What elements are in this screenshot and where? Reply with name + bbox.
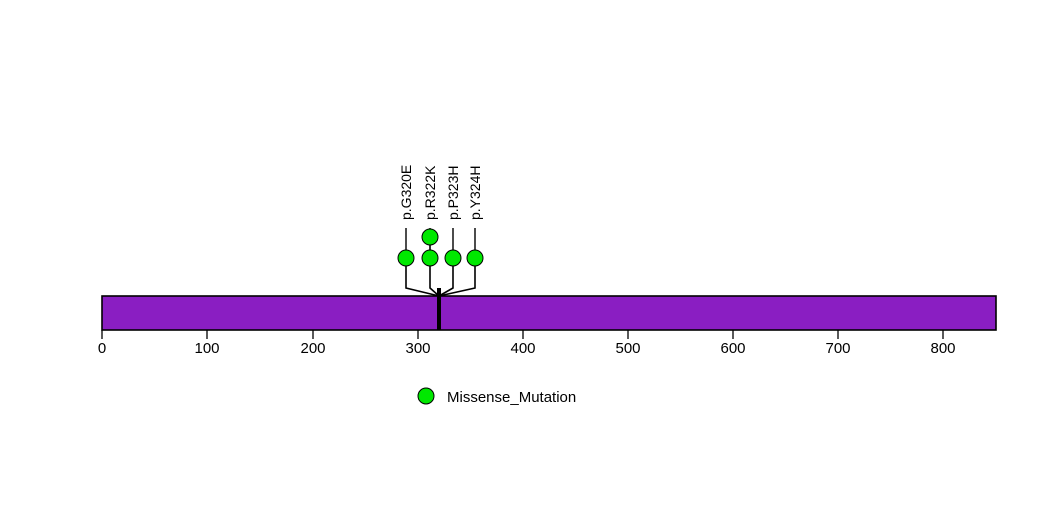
- lollipop-markers: [397, 228, 484, 267]
- axis-tick-label-800: 800: [930, 340, 955, 357]
- lollipop-label-R322K: p.R322K: [422, 165, 438, 220]
- lollipop-marker-R322K-2[interactable]: [421, 228, 439, 246]
- protein-track-bar[interactable]: [101, 295, 997, 331]
- axis-tick-label-200: 200: [300, 340, 325, 357]
- lollipop-stems: [405, 237, 476, 297]
- lollipop-stem-3: [438, 258, 454, 297]
- legend-marker-missense-mutation[interactable]: [417, 387, 435, 405]
- axis-tick-label-100: 100: [194, 340, 219, 357]
- lollipop-leader-lines: [405, 228, 476, 258]
- axis-tick-label-700: 700: [825, 340, 850, 357]
- axis-tick-label-500: 500: [615, 340, 640, 357]
- lollipop-label-Y324H: p.Y324H: [467, 166, 483, 220]
- lollipop-label-P323H: p.P323H: [445, 166, 461, 220]
- legend: Missense_Mutation: [417, 387, 576, 406]
- axis-tick-label-600: 600: [720, 340, 745, 357]
- mutation-site-marker: [437, 288, 441, 330]
- lollipop-marker-Y324H[interactable]: [466, 249, 484, 267]
- legend-label-missense-mutation: Missense_Mutation: [447, 389, 576, 406]
- lollipop-stem-4: [438, 258, 476, 297]
- lollipop-labels: p.G320E p.R322K p.P323H p.Y324H: [398, 165, 483, 220]
- lollipop-marker-R322K-1[interactable]: [421, 249, 439, 267]
- axis-tick-label-400: 400: [510, 340, 535, 357]
- lollipop-marker-G320E[interactable]: [397, 249, 415, 267]
- axis-ticks: [101, 330, 944, 339]
- axis-tick-label-0: 0: [98, 340, 106, 357]
- lollipop-marker-P323H[interactable]: [444, 249, 462, 267]
- axis-tick-labels: 0 100 200 300 400 500 600 700 800: [98, 340, 956, 357]
- axis-tick-label-300: 300: [405, 340, 430, 357]
- lollipop-label-G320E: p.G320E: [398, 165, 414, 220]
- lollipop-stem-1: [405, 258, 440, 297]
- lollipop-stem-2: [429, 237, 440, 297]
